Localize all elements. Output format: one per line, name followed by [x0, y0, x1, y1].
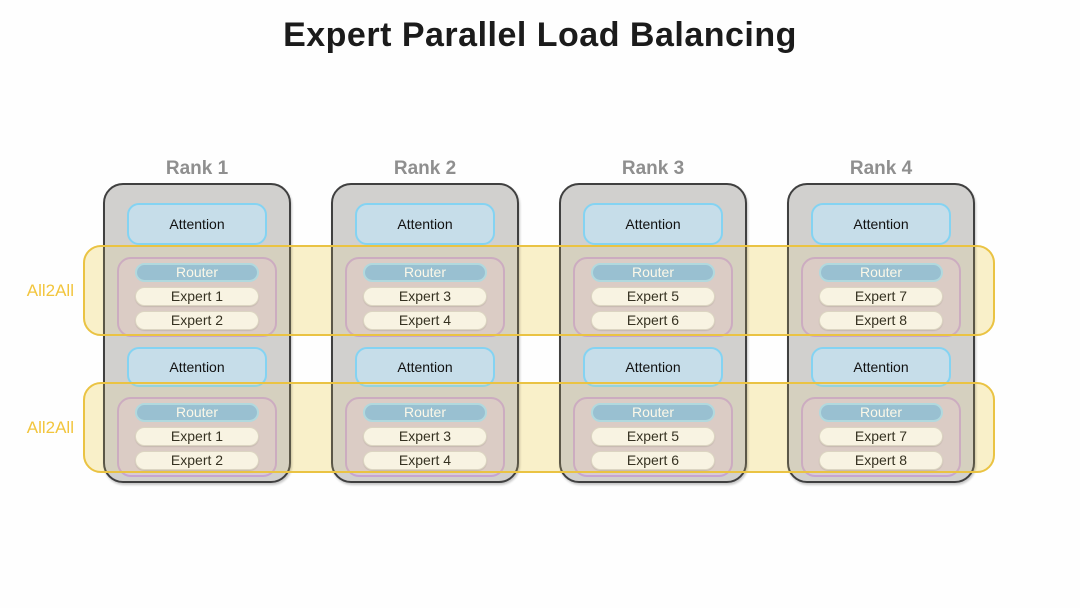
all2all-label-2: All2All [26, 418, 74, 437]
router-block: Router [135, 403, 259, 422]
expert-block: Expert 2 [135, 311, 259, 330]
rank-2-column: Rank 2 Attention Router Expert 3 Expert … [331, 158, 519, 483]
expert-block: Expert 8 [819, 311, 943, 330]
expert-block: Expert 1 [135, 287, 259, 306]
moe-group: Router Expert 7 Expert 8 [801, 257, 961, 337]
rank-1-label: Rank 1 [165, 158, 229, 179]
diagram-title: Expert Parallel Load Balancing [283, 16, 797, 54]
router-block: Router [363, 403, 487, 422]
expert-block: Expert 2 [135, 451, 259, 470]
expert-block: Expert 3 [363, 427, 487, 446]
router-block: Router [135, 263, 259, 282]
rank-4-box: Attention Router Expert 7 Expert 8 Atten… [787, 183, 975, 483]
router-block: Router [819, 403, 943, 422]
expert-block: Expert 8 [819, 451, 943, 470]
moe-group: Router Expert 5 Expert 6 [573, 397, 733, 477]
expert-block: Expert 3 [363, 287, 487, 306]
attention-block: Attention [583, 347, 723, 387]
rank-1-box: Attention Router Expert 1 Expert 2 Atten… [103, 183, 291, 483]
moe-group: Router Expert 3 Expert 4 [345, 397, 505, 477]
router-block: Router [591, 263, 715, 282]
moe-group: Router Expert 5 Expert 6 [573, 257, 733, 337]
rank-4-label: Rank 4 [849, 158, 913, 179]
expert-block: Expert 5 [591, 287, 715, 306]
expert-block: Expert 7 [819, 287, 943, 306]
expert-block: Expert 6 [591, 451, 715, 470]
router-block: Router [363, 263, 487, 282]
expert-block: Expert 7 [819, 427, 943, 446]
attention-block: Attention [811, 203, 951, 245]
rank-1-column: Rank 1 Attention Router Expert 1 Expert … [103, 158, 291, 483]
rank-3-box: Attention Router Expert 5 Expert 6 Atten… [559, 183, 747, 483]
rank-2-label: Rank 2 [393, 158, 457, 179]
rank-3-label: Rank 3 [621, 158, 685, 179]
attention-block: Attention [583, 203, 723, 245]
expert-block: Expert 5 [591, 427, 715, 446]
attention-block: Attention [127, 347, 267, 387]
router-block: Router [591, 403, 715, 422]
moe-group: Router Expert 1 Expert 2 [117, 397, 277, 477]
moe-group: Router Expert 7 Expert 8 [801, 397, 961, 477]
attention-block: Attention [811, 347, 951, 387]
attention-block: Attention [127, 203, 267, 245]
expert-block: Expert 1 [135, 427, 259, 446]
moe-group: Router Expert 3 Expert 4 [345, 257, 505, 337]
rank-2-box: Attention Router Expert 3 Expert 4 Atten… [331, 183, 519, 483]
all2all-label-1: All2All [26, 281, 74, 300]
router-block: Router [819, 263, 943, 282]
attention-block: Attention [355, 347, 495, 387]
attention-block: Attention [355, 203, 495, 245]
expert-block: Expert 6 [591, 311, 715, 330]
rank-3-column: Rank 3 Attention Router Expert 5 Expert … [559, 158, 747, 483]
moe-group: Router Expert 1 Expert 2 [117, 257, 277, 337]
expert-block: Expert 4 [363, 451, 487, 470]
rank-4-column: Rank 4 Attention Router Expert 7 Expert … [787, 158, 975, 483]
expert-block: Expert 4 [363, 311, 487, 330]
